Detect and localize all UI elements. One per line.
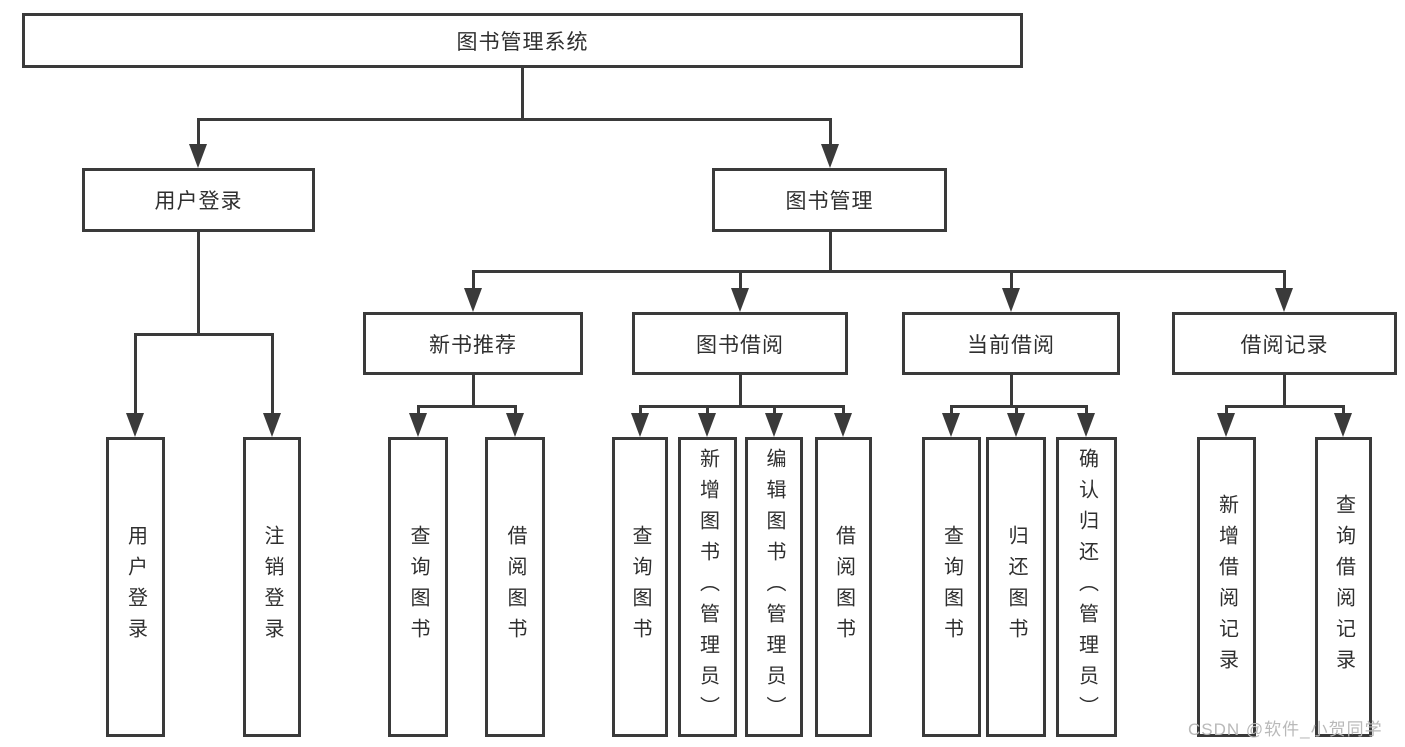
connector-current-trunk	[1010, 375, 1013, 408]
node-label: 注销登录	[261, 525, 283, 649]
connector-drop	[1283, 270, 1286, 292]
leaf-query-borrow-record: 查询借阅记录	[1315, 437, 1372, 737]
arrowhead-icon	[263, 413, 281, 437]
connector-root-branch	[197, 118, 832, 121]
connector-drop	[1010, 270, 1013, 292]
arrowhead-icon	[189, 144, 207, 168]
leaf-query-books-borrow: 查询图书	[612, 437, 668, 737]
arrowhead-icon	[765, 413, 783, 437]
connector-drop	[472, 270, 475, 292]
arrowhead-icon	[1002, 288, 1020, 312]
connector-user-trunk	[197, 232, 200, 336]
arrowhead-icon	[698, 413, 716, 437]
connector-drop	[1342, 405, 1345, 419]
node-label: 借阅记录	[1240, 333, 1329, 357]
node-label: 查询借阅记录	[1332, 494, 1355, 680]
node-label: 查询图书	[407, 525, 429, 649]
connector-mgmt-branch	[472, 270, 1285, 273]
node-label: 借阅图书	[504, 525, 526, 649]
node-new-book-recommend: 新书推荐	[363, 312, 583, 375]
node-user-login: 用户登录	[82, 168, 315, 232]
arrowhead-icon	[834, 413, 852, 437]
node-label: 图书管理	[785, 190, 874, 213]
leaf-query-books-current: 查询图书	[922, 437, 981, 737]
leaf-user-login: 用户登录	[106, 437, 165, 737]
node-label: 图书借阅	[696, 333, 784, 357]
arrowhead-icon	[1334, 413, 1352, 437]
connector-drop	[514, 405, 517, 419]
leaf-return-books: 归还图书	[986, 437, 1046, 737]
connector-drop	[829, 118, 832, 150]
node-borrow-records: 借阅记录	[1172, 312, 1397, 375]
arrowhead-icon	[1275, 288, 1293, 312]
connector-drop	[1225, 405, 1228, 419]
node-label: 用户登录	[154, 190, 243, 213]
node-label: 查询图书	[940, 525, 963, 649]
arrowhead-icon	[731, 288, 749, 312]
connector-mgmt-trunk	[829, 232, 832, 273]
node-book-management: 图书管理	[712, 168, 947, 232]
arrowhead-icon	[1077, 413, 1095, 437]
connector-drop	[271, 333, 274, 419]
connector-drop	[773, 405, 776, 419]
arrowhead-icon	[409, 413, 427, 437]
node-label: 归还图书	[1005, 525, 1027, 649]
connector-drop	[706, 405, 709, 419]
leaf-add-books-admin: 新增图书（管理员）	[678, 437, 737, 737]
connector-recommend-branch	[417, 405, 517, 408]
arrowhead-icon	[464, 288, 482, 312]
connector-drop	[1085, 405, 1088, 419]
node-label: 新书推荐	[429, 333, 517, 357]
arrowhead-icon	[1007, 413, 1025, 437]
node-label: 编辑图书（管理员）	[763, 447, 785, 727]
arrowhead-icon	[631, 413, 649, 437]
leaf-confirm-return-admin: 确认归还（管理员）	[1056, 437, 1117, 737]
node-label: 图书管理系统	[456, 30, 589, 54]
connector-records-trunk	[1283, 375, 1286, 408]
connector-user-branch	[134, 333, 274, 336]
connector-root-trunk	[521, 68, 524, 120]
node-root: 图书管理系统	[22, 13, 1023, 68]
leaf-borrow-books-recommend: 借阅图书	[485, 437, 545, 737]
arrowhead-icon	[1217, 413, 1235, 437]
connector-borrow-branch	[639, 405, 845, 408]
node-label: 当前借阅	[967, 333, 1055, 357]
node-label: 新增借阅记录	[1215, 494, 1238, 680]
leaf-add-borrow-record: 新增借阅记录	[1197, 437, 1256, 737]
node-current-borrow: 当前借阅	[902, 312, 1120, 375]
connector-borrow-trunk	[739, 375, 742, 408]
leaf-query-books-recommend: 查询图书	[388, 437, 448, 737]
node-label: 用户登录	[124, 525, 147, 649]
connector-drop	[134, 333, 137, 419]
watermark: CSDN @软件_小贺同学	[1188, 720, 1383, 739]
connector-drop	[1015, 405, 1018, 419]
leaf-logout: 注销登录	[243, 437, 301, 737]
connector-current-branch	[950, 405, 1088, 408]
arrowhead-icon	[506, 413, 524, 437]
leaf-borrow-books: 借阅图书	[815, 437, 872, 737]
connector-drop	[639, 405, 642, 419]
connector-drop	[197, 118, 200, 150]
connector-drop	[842, 405, 845, 419]
leaf-edit-books-admin: 编辑图书（管理员）	[745, 437, 803, 737]
node-label: 查询图书	[629, 525, 651, 649]
connector-drop	[950, 405, 953, 419]
connector-records-branch	[1225, 405, 1345, 408]
connector-drop	[417, 405, 420, 419]
node-label: 新增图书（管理员）	[696, 447, 719, 727]
arrowhead-icon	[126, 413, 144, 437]
connector-drop	[739, 270, 742, 292]
arrowhead-icon	[942, 413, 960, 437]
node-label: 确认归还（管理员）	[1075, 447, 1098, 727]
arrowhead-icon	[821, 144, 839, 168]
node-label: 借阅图书	[832, 525, 855, 649]
connector-recommend-trunk	[472, 375, 475, 408]
node-book-borrow: 图书借阅	[632, 312, 848, 375]
